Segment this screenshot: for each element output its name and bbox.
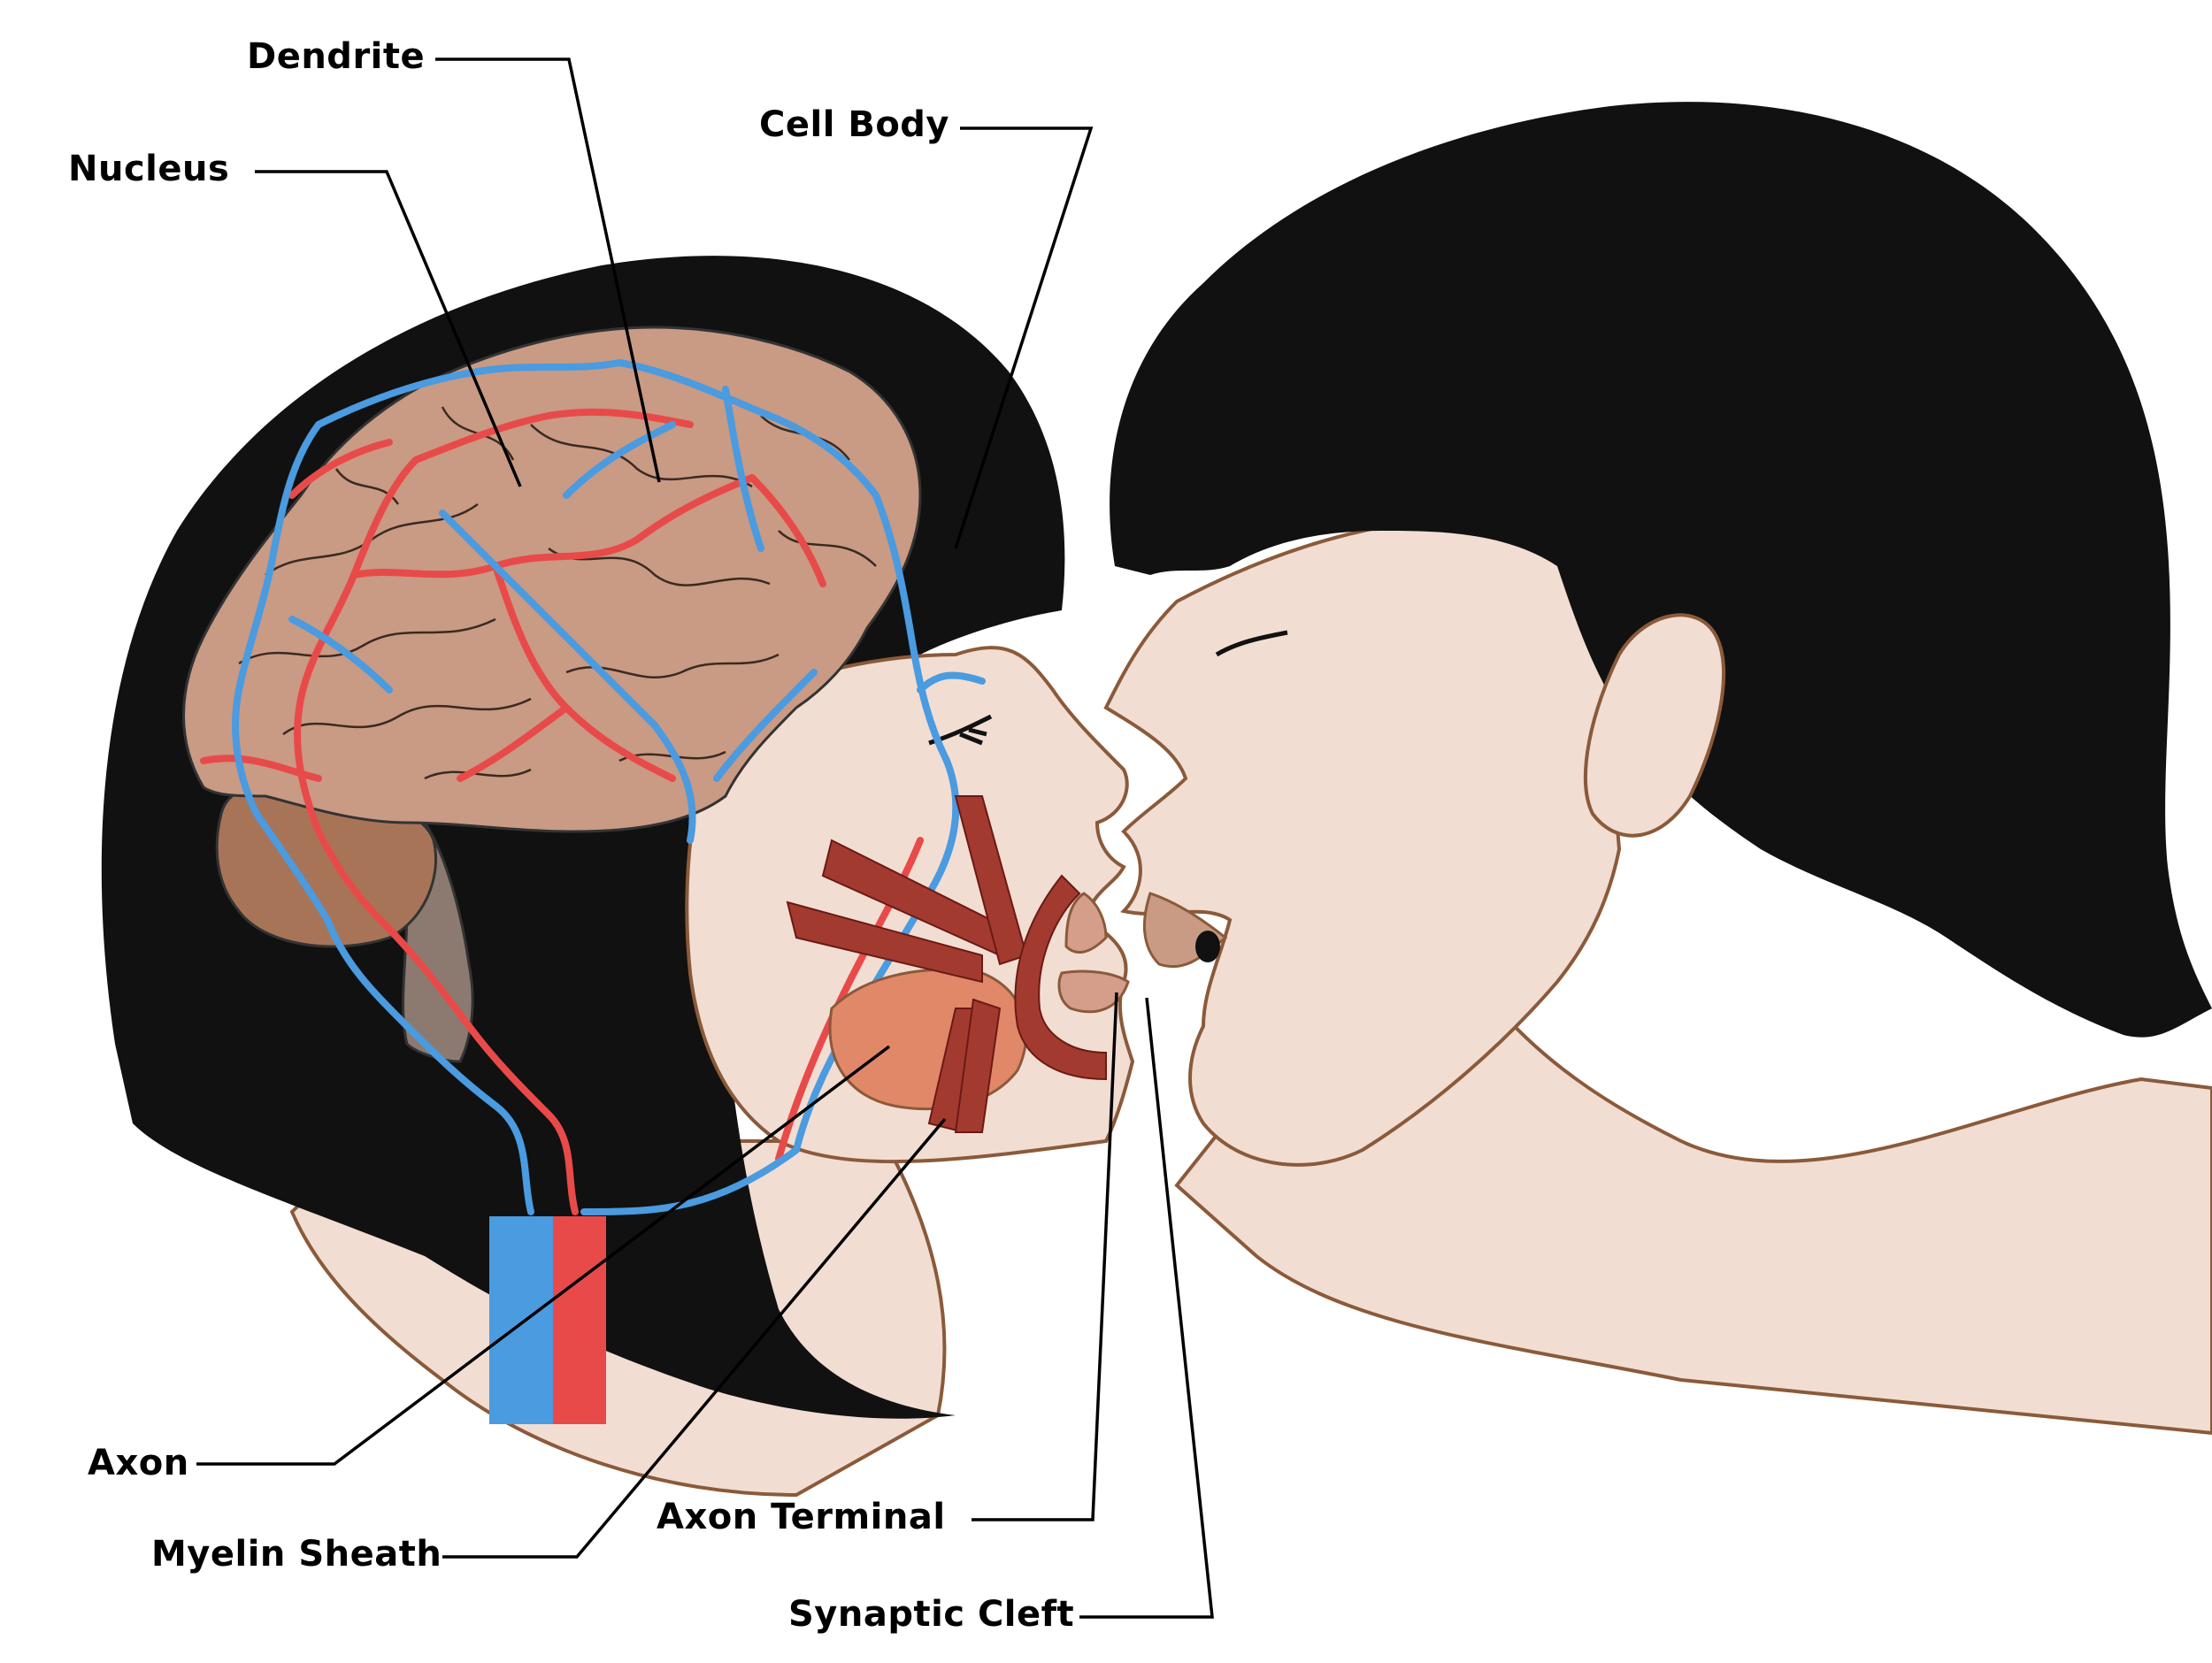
label-axon-terminal: Axon Terminal (657, 1497, 946, 1537)
left-person-lips (1057, 969, 1130, 1014)
leader-dendrite (435, 57, 661, 483)
right-person-hair (1110, 102, 2212, 1038)
label-nucleus: Nucleus (68, 149, 230, 189)
right-person-eye (1215, 630, 1288, 657)
brain-anatomy (182, 326, 1107, 1424)
right-person-ear (1583, 613, 1726, 838)
leader-synaptic-cleft (1079, 997, 1214, 1619)
label-myelin-sheath: Myelin Sheath (151, 1534, 442, 1575)
salivary-gland (828, 968, 1028, 1111)
carotid-artery-block (553, 1216, 606, 1424)
right-person-face (1103, 515, 1622, 1167)
label-dendrite: Dendrite (247, 36, 426, 77)
jugular-vein-block (489, 1216, 553, 1424)
label-axon: Axon (88, 1443, 189, 1483)
leader-lines (196, 57, 1214, 1619)
facial-muscles (786, 795, 1107, 1134)
label-cell-body: Cell Body (759, 104, 950, 145)
leader-axon-terminal (972, 992, 1118, 1521)
right-person (1103, 102, 2212, 1436)
leader-cell-body (954, 126, 1094, 549)
right-person-mouth-dark (1195, 931, 1220, 962)
left-person-upper-lip (1064, 892, 1108, 954)
leader-myelin-sheath (442, 1117, 947, 1559)
leader-nucleus (255, 170, 522, 487)
leader-axon (196, 1045, 891, 1466)
label-synaptic-cleft: Synaptic Cleft (788, 1594, 1075, 1635)
